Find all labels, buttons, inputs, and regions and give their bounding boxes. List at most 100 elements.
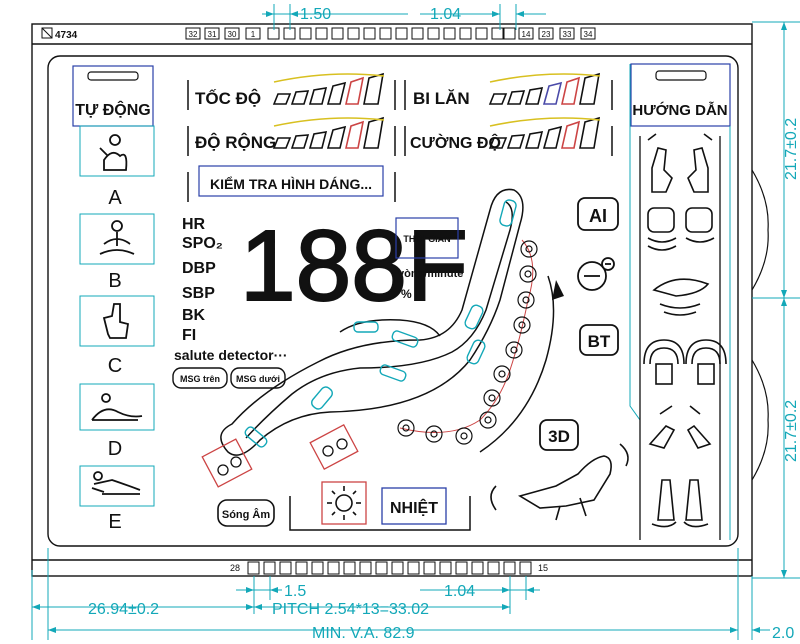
foot-rollers <box>201 423 359 488</box>
arrow-icon <box>502 604 510 610</box>
time-box <box>395 217 459 259</box>
bottom-pin <box>439 561 452 575</box>
outer-glass <box>31 23 753 577</box>
arrow-icon <box>32 604 40 610</box>
top-pin <box>503 27 516 40</box>
vital-sbp: SBP <box>182 285 215 302</box>
body-check-box <box>198 165 384 197</box>
mode-label-e: E <box>108 511 121 533</box>
bottom-pin <box>471 561 484 575</box>
bottom-pin <box>487 561 500 575</box>
top-pin-label: 23 <box>542 30 551 39</box>
bottom-pin <box>423 561 436 575</box>
salute-label: salute detector··· <box>174 347 288 363</box>
praying-hands-icon <box>651 479 709 528</box>
top-pin <box>299 27 312 40</box>
vital-bk: BK <box>182 307 206 324</box>
arrow-icon <box>552 280 564 300</box>
arrow-icon <box>492 11 500 17</box>
top-pin <box>315 27 328 40</box>
stretch-icon <box>91 393 143 421</box>
arrow-icon <box>48 627 56 633</box>
sun-icon <box>321 481 367 525</box>
width-label: ĐỘ RỘNG <box>195 133 276 152</box>
top-pin <box>395 27 408 40</box>
top-pin-row <box>185 27 596 40</box>
side-clips <box>751 169 769 481</box>
part-number-block: 4734 <box>41 27 78 41</box>
orientation-mark-icon <box>41 27 53 39</box>
bottom-pin <box>455 561 468 575</box>
bottom-pin <box>327 561 340 575</box>
arrow-icon <box>781 290 787 298</box>
mode-label-b: B <box>108 270 121 292</box>
mode-box-d <box>79 383 155 431</box>
auto-label: TỰ ĐỘNG <box>75 100 151 119</box>
bt-badge: BT <box>579 324 619 356</box>
neck-massage-icon <box>99 134 128 171</box>
kneading-hands-icon <box>647 133 713 193</box>
bracket <box>187 126 396 156</box>
bottom-pin <box>359 561 372 575</box>
vital-hr: HR <box>182 216 206 233</box>
side-clip <box>751 169 769 291</box>
roller-press-icon <box>647 207 715 251</box>
msg-bottom-badge <box>230 367 286 389</box>
width-level-bar <box>272 116 385 149</box>
segment-display: 188F <box>240 210 468 322</box>
mode-label-c: C <box>108 355 122 377</box>
panel-frame <box>31 23 753 577</box>
bottom-pin <box>519 561 532 575</box>
dim-label-top-left: 1.50 <box>300 6 331 23</box>
dim-label-right-edge: 2.0 <box>772 625 794 642</box>
arrow-icon <box>730 627 738 633</box>
bottom-pin <box>247 561 260 575</box>
vital-spo2: SPO₂ <box>182 235 223 252</box>
mode-label-d: D <box>108 438 122 460</box>
bottom-pin-label-left: 28 <box>230 563 240 573</box>
top-pin <box>491 27 504 40</box>
bracket <box>187 172 396 202</box>
bottom-pin-row <box>247 561 532 575</box>
top-pin <box>427 27 440 40</box>
dim-label-height-top: 21.7±0.2 <box>783 118 800 180</box>
guide-column-outline <box>629 64 731 540</box>
arrow-icon <box>246 587 254 593</box>
mode-box-c <box>79 295 155 347</box>
vital-dbp: DBP <box>182 260 216 277</box>
level-bar-row-1: TỐC ĐỘ BI LĂN <box>187 72 613 110</box>
top-pin <box>347 27 360 40</box>
auto-indicator <box>87 71 139 81</box>
bottom-pin <box>343 561 356 575</box>
mode-label-a: A <box>108 187 122 209</box>
hand-press-icon <box>102 303 130 339</box>
bottom-pin <box>279 561 292 575</box>
intensity-label: CƯỜNG ĐỘ <box>410 133 501 152</box>
bottom-pin <box>263 561 276 575</box>
sound-wave-badge: Sóng Âm <box>217 499 275 527</box>
dimension-arrows <box>32 11 787 633</box>
arrow-icon <box>526 587 534 593</box>
orientation-mark-slash <box>41 27 53 39</box>
arrow-icon <box>502 587 510 593</box>
bottom-pin <box>375 561 388 575</box>
time-label: THỜI GIAN <box>403 233 450 244</box>
top-pin-label: 30 <box>228 30 237 39</box>
dim-label-left-offset: 26.94±0.2 <box>88 601 159 618</box>
dim-label-view-area: MIN. V.A. 82.9 <box>312 625 415 642</box>
right-guide-column: HƯỚNG DẪN <box>629 63 731 540</box>
mode-box-a <box>79 125 155 177</box>
top-pin <box>185 27 201 40</box>
vibration-icon <box>643 339 727 385</box>
top-pin <box>204 27 220 40</box>
percent-sign: % <box>401 287 412 301</box>
heat-label: NHIỆT <box>390 498 438 517</box>
guide-box <box>630 63 731 127</box>
palm-press-icon <box>652 278 710 316</box>
guide-indicator <box>655 70 707 81</box>
bottom-pin <box>407 561 420 575</box>
top-pin <box>224 27 240 40</box>
bottom-pin <box>391 561 404 575</box>
body-check-label: KIỂM TRA HÌNH DÁNG... <box>210 175 372 192</box>
